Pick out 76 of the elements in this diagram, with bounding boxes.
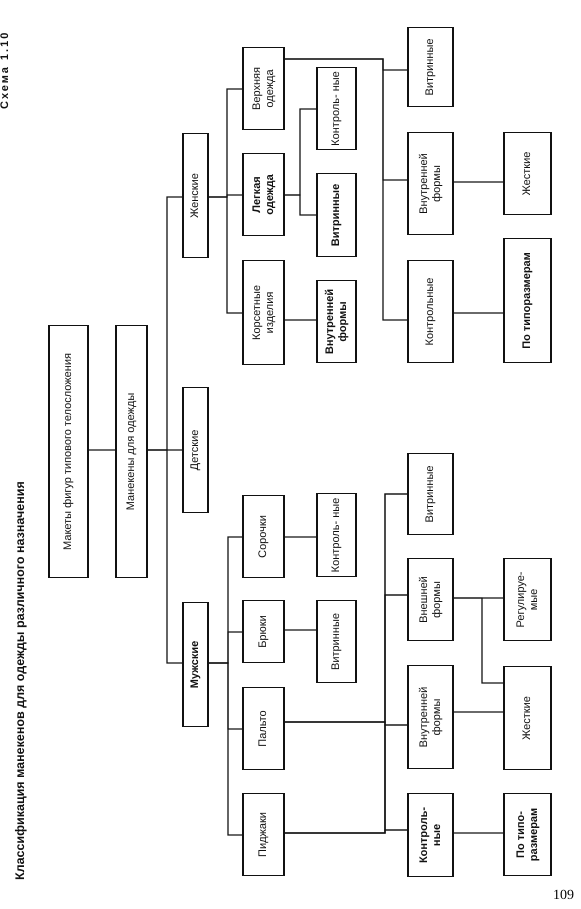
connector-line	[285, 108, 316, 196]
connector-line	[454, 597, 503, 684]
category-label: Витринные	[330, 184, 343, 246]
category-label: Брюки	[257, 615, 270, 648]
category-box	[503, 793, 552, 876]
category-box	[242, 153, 285, 236]
category-label: Внешней формы	[418, 575, 444, 625]
page-number: 109	[553, 888, 574, 904]
category-label: Женские	[189, 173, 202, 218]
category-label: Контроль- ные	[330, 71, 343, 146]
connector-line	[454, 181, 503, 183]
category-label: Корсетные изделия	[250, 284, 276, 342]
category-label: Жесткие	[521, 696, 534, 740]
category-label: Внутренней формы	[324, 288, 350, 356]
category-box	[316, 493, 357, 577]
category-box	[316, 280, 357, 363]
connector-line	[285, 58, 407, 71]
category-box	[316, 600, 357, 683]
category-box	[242, 600, 285, 663]
connector-line	[454, 832, 503, 834]
category-label: Жесткие	[521, 152, 534, 196]
connector-line	[285, 536, 316, 538]
connector-line	[454, 711, 503, 713]
category-box	[407, 558, 454, 641]
connector-line	[148, 196, 182, 451]
category-label: Витринные	[424, 466, 437, 522]
category-box	[242, 687, 285, 770]
category-label: Детские	[189, 430, 202, 470]
category-box	[182, 387, 209, 513]
category-box	[242, 47, 285, 130]
category-box	[407, 453, 454, 535]
category-box	[503, 558, 552, 641]
diagram-title: Классификация манекенов для одежды различного назначения	[13, 481, 27, 880]
connector-line	[89, 449, 115, 451]
category-box	[407, 665, 454, 769]
category-label: Пиджаки	[257, 812, 270, 857]
connector-line	[454, 312, 503, 314]
category-box	[503, 666, 552, 770]
category-label: Сорочки	[257, 515, 270, 558]
category-label: Внутренней формы	[418, 152, 444, 216]
category-label: Верхняя одежда	[250, 66, 276, 112]
category-box	[407, 260, 454, 363]
connector-line	[209, 88, 242, 198]
scheme-number: Схема 1.10	[0, 30, 11, 109]
category-label: Легкая одежда	[250, 173, 276, 217]
category-label: Манекены для одежды	[125, 392, 138, 510]
category-box	[407, 793, 454, 877]
category-box	[503, 238, 552, 363]
category-label: Мужские	[189, 640, 202, 688]
category-box	[503, 132, 552, 215]
category-label: По типо- размерам	[514, 806, 540, 864]
category-label: Контроль- ные	[418, 806, 444, 866]
category-label: Контроль- ные	[330, 498, 343, 572]
category-box	[115, 325, 148, 578]
category-box	[182, 602, 209, 727]
connector-line	[285, 319, 316, 321]
category-box	[242, 260, 285, 365]
category-label: Витринные	[424, 38, 437, 96]
category-box	[48, 325, 89, 578]
connector-line	[285, 493, 407, 723]
category-label: Макеты фигур типового телосложения	[62, 353, 75, 550]
category-box	[242, 495, 285, 578]
connector-line	[285, 629, 316, 631]
category-box	[407, 27, 454, 107]
category-label: По типоразмерам	[521, 252, 534, 349]
category-box	[316, 67, 357, 150]
category-label: Витринные	[330, 613, 343, 670]
category-box	[316, 173, 357, 257]
category-label: Регулируе- мые	[514, 570, 540, 630]
connector-line	[209, 536, 242, 664]
category-box	[242, 793, 285, 876]
category-label: Пальто	[257, 710, 270, 747]
category-box	[407, 132, 454, 235]
category-box	[182, 133, 209, 258]
category-label: Контрольные	[424, 278, 437, 346]
category-label: Внутренней формы	[418, 686, 444, 750]
